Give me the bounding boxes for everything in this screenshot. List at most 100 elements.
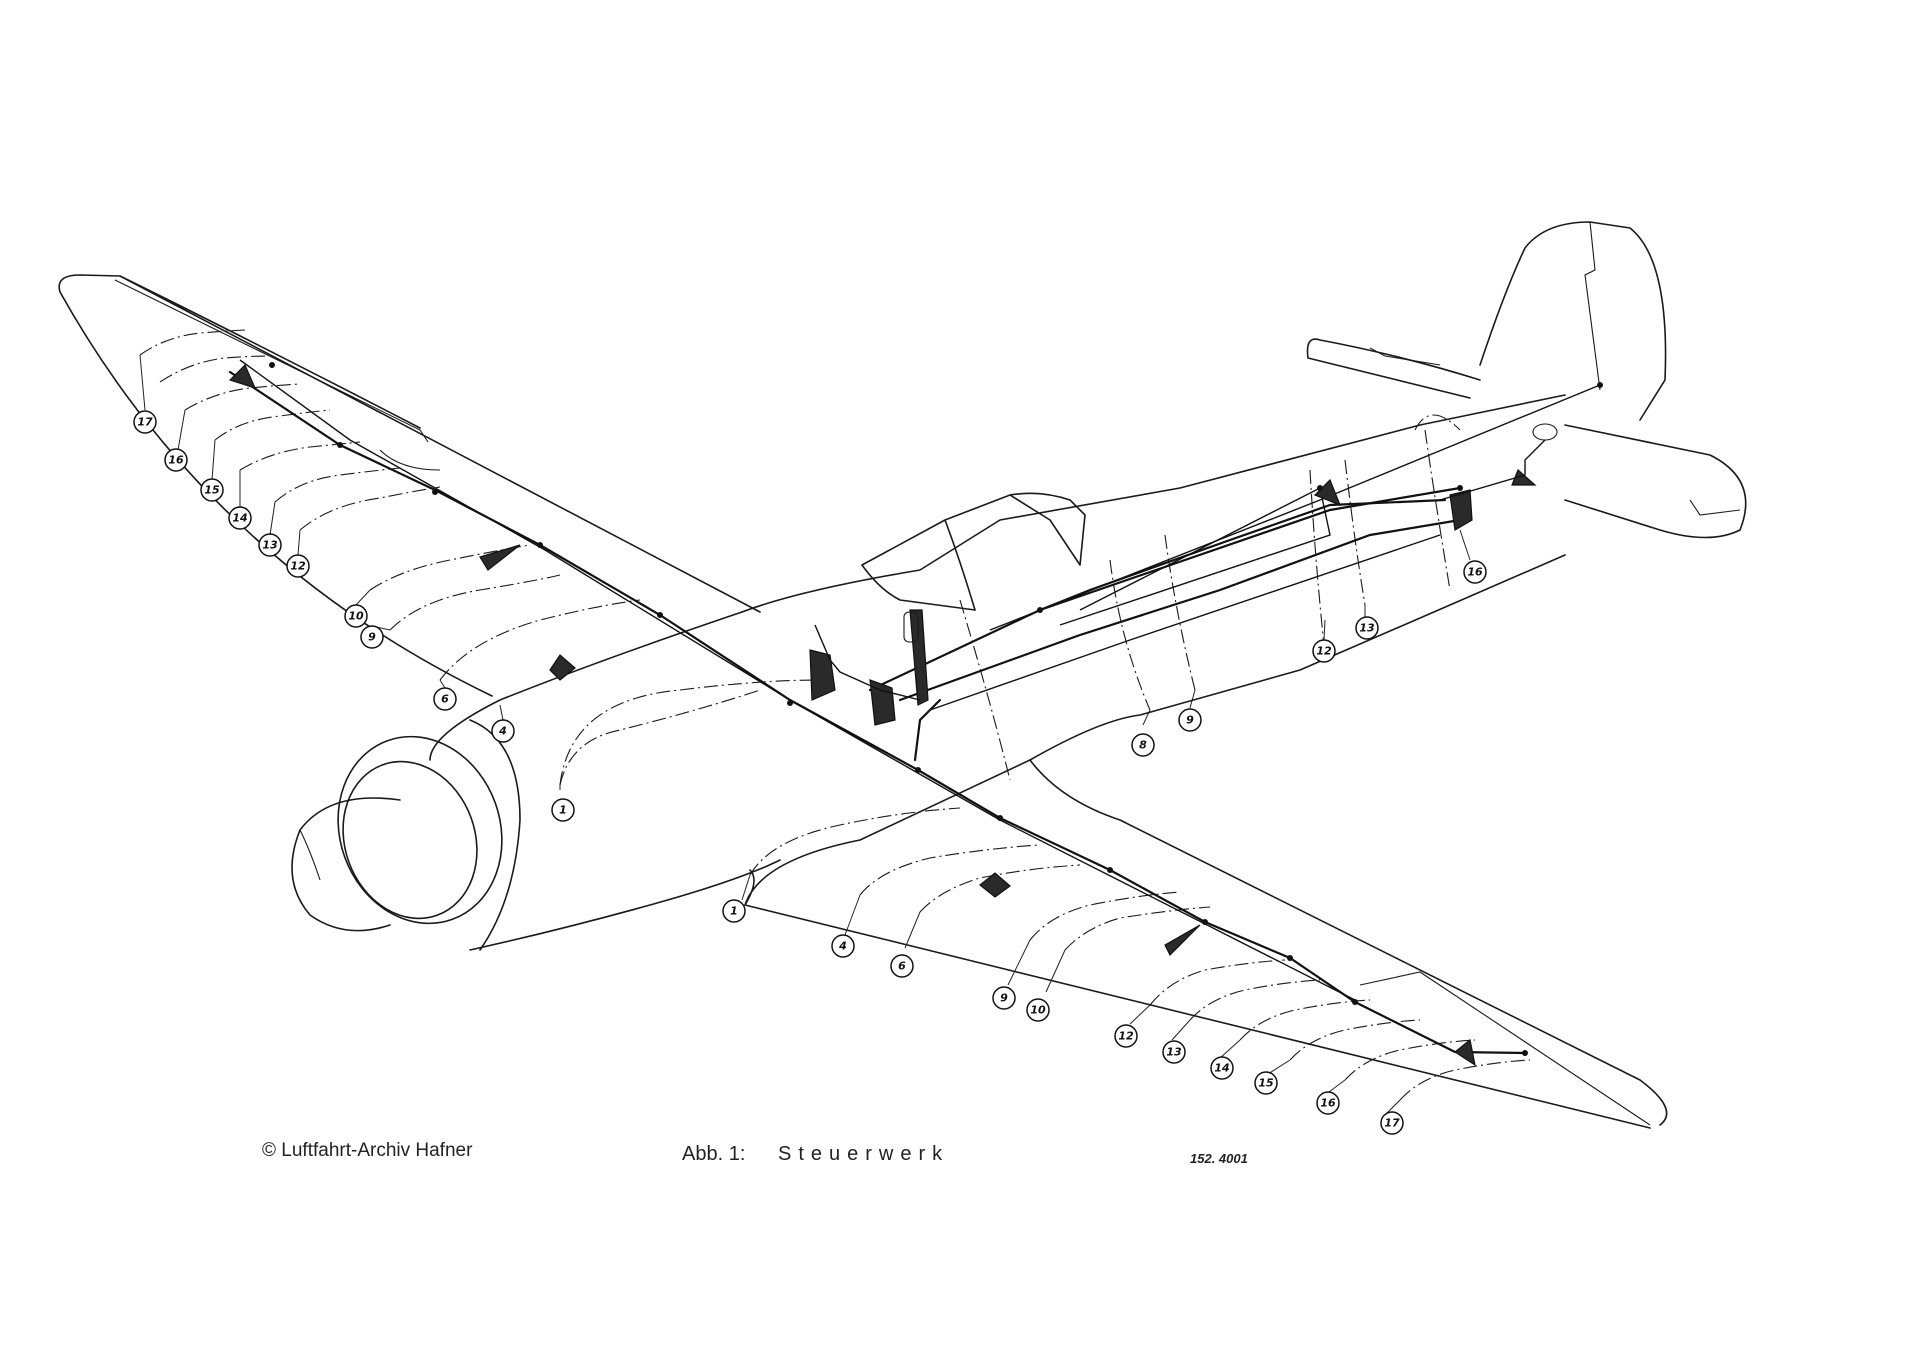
svg-text:6: 6 [898,960,906,973]
nose-lower-line [469,859,781,951]
left-elevator-line [1369,347,1441,366]
wing-rib [1189,979,1321,1021]
leader-line [297,529,301,556]
fuselage-frame [1109,559,1151,711]
linkage-joint [1202,919,1208,925]
leader-line [1189,689,1196,709]
wing-rib [184,383,301,411]
fuselage-frame [1164,534,1196,691]
svg-text:4: 4 [838,940,847,953]
wing-rib [749,807,961,876]
callout-left-15: 15 [200,478,224,502]
svg-text:4: 4 [498,725,507,738]
wing-rib [214,409,331,441]
fuselage-lower-line [1029,554,1566,761]
wing-rib [299,486,441,531]
right-stabilizer [1564,424,1747,539]
callout-right-15: 15 [1254,1071,1278,1095]
copyright-notice: © Luftfahrt-Archiv Hafner [262,1140,473,1161]
callout-left-17: 17 [133,410,157,434]
linkage-joint [657,612,663,618]
callout-right-9: 9 [992,986,1016,1010]
wing-rib [159,355,271,383]
svg-text:15: 15 [204,484,220,497]
trim-cable [929,534,1441,711]
svg-text:8: 8 [1139,739,1147,752]
fuselage-frame [1414,414,1461,431]
right-wing-trailing-edge [744,869,1651,1129]
svg-text:14: 14 [232,512,247,525]
leader-line [1323,619,1326,641]
spinner [291,797,401,932]
bellcrank [1164,924,1201,957]
right-wing-root [744,759,1031,906]
drawing-number: 152. 4001 [1190,1151,1248,1166]
left-stabilizer [1306,338,1481,399]
bellcrank [979,872,1011,898]
svg-text:1: 1 [730,905,738,918]
rudder-cable [1038,498,1447,612]
spinner-tip [299,829,321,881]
leader-line [499,704,504,721]
svg-text:17: 17 [137,416,153,429]
bellcrank [228,363,257,389]
svg-text:13: 13 [1359,622,1375,635]
leader-line [139,354,146,411]
tail-bellcrank [1449,489,1473,531]
leader-line [177,409,186,451]
leader-line [1045,949,1066,993]
elevator-rod [868,486,1462,692]
bellcrank [1453,1038,1476,1067]
vertical-fin [1479,221,1667,421]
wing-rib [274,467,401,503]
callout-right-13: 13 [1162,1040,1186,1064]
svg-text:15: 15 [1258,1077,1274,1090]
wing-rib [1344,1039,1476,1081]
wing-rib [439,599,641,681]
linkage-joint [1107,867,1113,873]
control-linkages [228,359,1603,1067]
leader-line [741,874,751,901]
leader-line [1007,939,1031,986]
torque-tube [913,698,942,762]
leader-line [1142,709,1151,726]
svg-text:6: 6 [441,693,449,706]
callout-left-6: 6 [433,687,457,711]
callout-right-1: 1 [722,899,746,923]
callout-right-10: 10 [1026,998,1050,1022]
svg-text:16: 16 [1320,1097,1336,1110]
leader-line [1459,529,1471,561]
callout-left-16: 16 [164,448,188,472]
linkage-joint [1457,485,1463,491]
callout-right-16: 16 [1316,1091,1340,1115]
callout-right-14: 14 [1210,1056,1234,1080]
linkage-joint [1317,485,1323,491]
canopy [861,492,1086,611]
callout-left-9: 9 [360,625,384,649]
control-stick [909,609,929,706]
svg-text:12: 12 [1118,1030,1134,1043]
rudder-hinge [1584,221,1601,391]
leader-line [439,679,446,689]
svg-text:16: 16 [1467,566,1483,579]
leader-line [1219,1039,1241,1059]
fuselage-frame [1309,469,1326,656]
wing-rib [1289,1019,1421,1061]
elevator-rod [898,518,1462,702]
wing-rib [1149,959,1286,1006]
leader-line [844,894,861,936]
svg-text:10: 10 [1030,1004,1046,1017]
windscreen [861,564,976,611]
svg-text:12: 12 [1316,645,1332,658]
svg-text:9: 9 [1000,992,1008,1005]
bellcrank [549,654,576,681]
wing-rib [139,329,246,356]
left-aileron-line [114,279,429,443]
rudder-cable [1059,486,1331,626]
rudder-pedal-assembly [809,649,836,701]
wing-rib [859,844,1041,896]
linkage-joint [1037,607,1043,613]
bellcrank [479,544,521,571]
fuselage-frame [959,599,1011,781]
